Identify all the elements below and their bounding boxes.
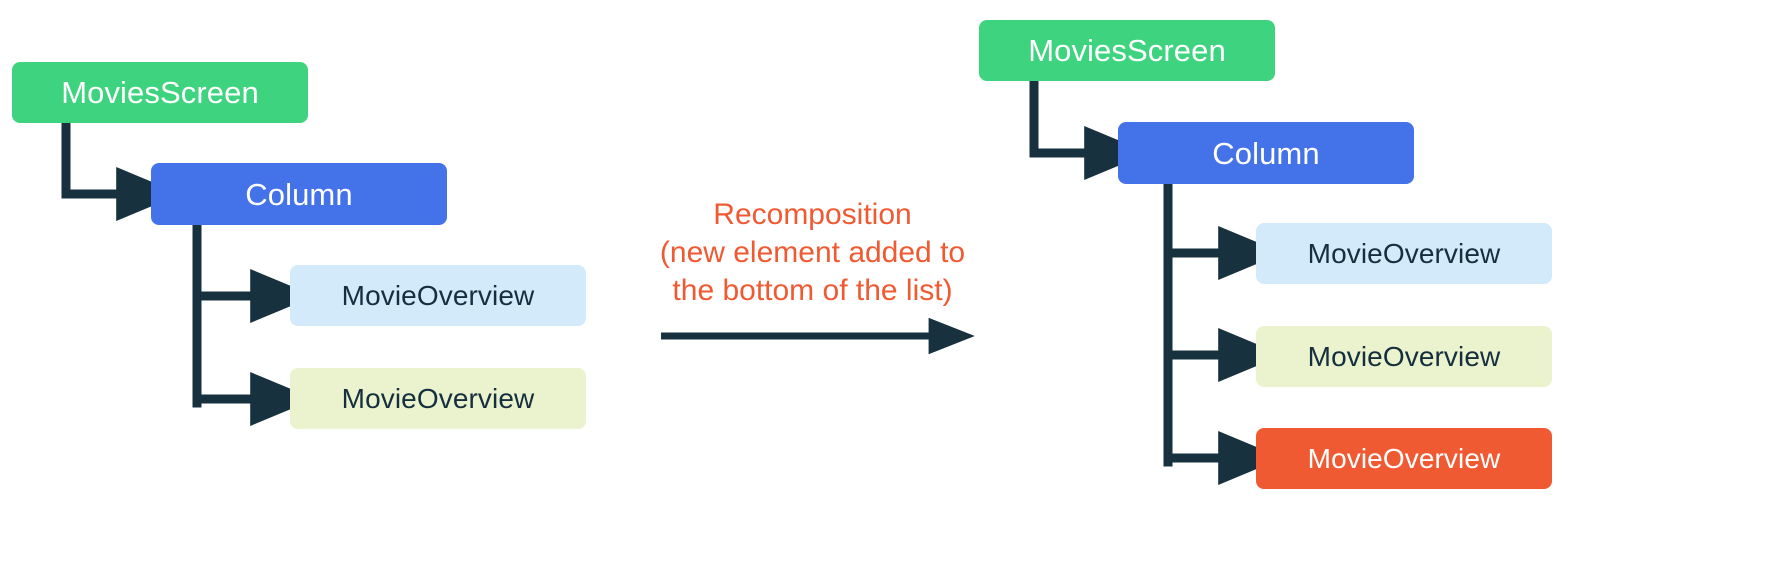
- edge-left-root-to-column: [61, 122, 181, 221]
- after-node-moviesscreen[interactable]: MoviesScreen: [979, 20, 1275, 81]
- before-node-moviesscreen-label: MoviesScreen: [61, 75, 259, 110]
- before-node-movieoverview-2-label: MovieOverview: [341, 382, 535, 414]
- after-node-moviesscreen-label: MoviesScreen: [1028, 33, 1226, 68]
- after-node-movieoverview-3[interactable]: MovieOverview: [1256, 428, 1552, 489]
- before-node-movieoverview-1[interactable]: MovieOverview: [290, 265, 586, 326]
- before-node-moviesscreen[interactable]: MoviesScreen: [12, 62, 308, 123]
- before-node-column[interactable]: Column: [151, 163, 447, 225]
- after-node-movieoverview-3-label: MovieOverview: [1307, 442, 1501, 474]
- before-node-movieoverview-2[interactable]: MovieOverview: [290, 368, 586, 429]
- before-node-movieoverview-1-label: MovieOverview: [341, 279, 535, 311]
- after-node-column[interactable]: Column: [1118, 122, 1414, 184]
- after-node-movieoverview-2[interactable]: MovieOverview: [1256, 326, 1552, 387]
- after-node-movieoverview-1[interactable]: MovieOverview: [1256, 223, 1552, 284]
- after-node-column-label: Column: [1212, 135, 1320, 171]
- after-node-movieoverview-1-label: MovieOverview: [1307, 237, 1501, 269]
- before-node-column-label: Column: [245, 176, 353, 212]
- recomposition-caption: Recomposition (new element added to the …: [659, 198, 966, 308]
- edge-right-root-to-column: [1029, 80, 1149, 180]
- edge-left-column-to-child-1: [192, 223, 315, 408]
- after-node-movieoverview-2-label: MovieOverview: [1307, 340, 1501, 372]
